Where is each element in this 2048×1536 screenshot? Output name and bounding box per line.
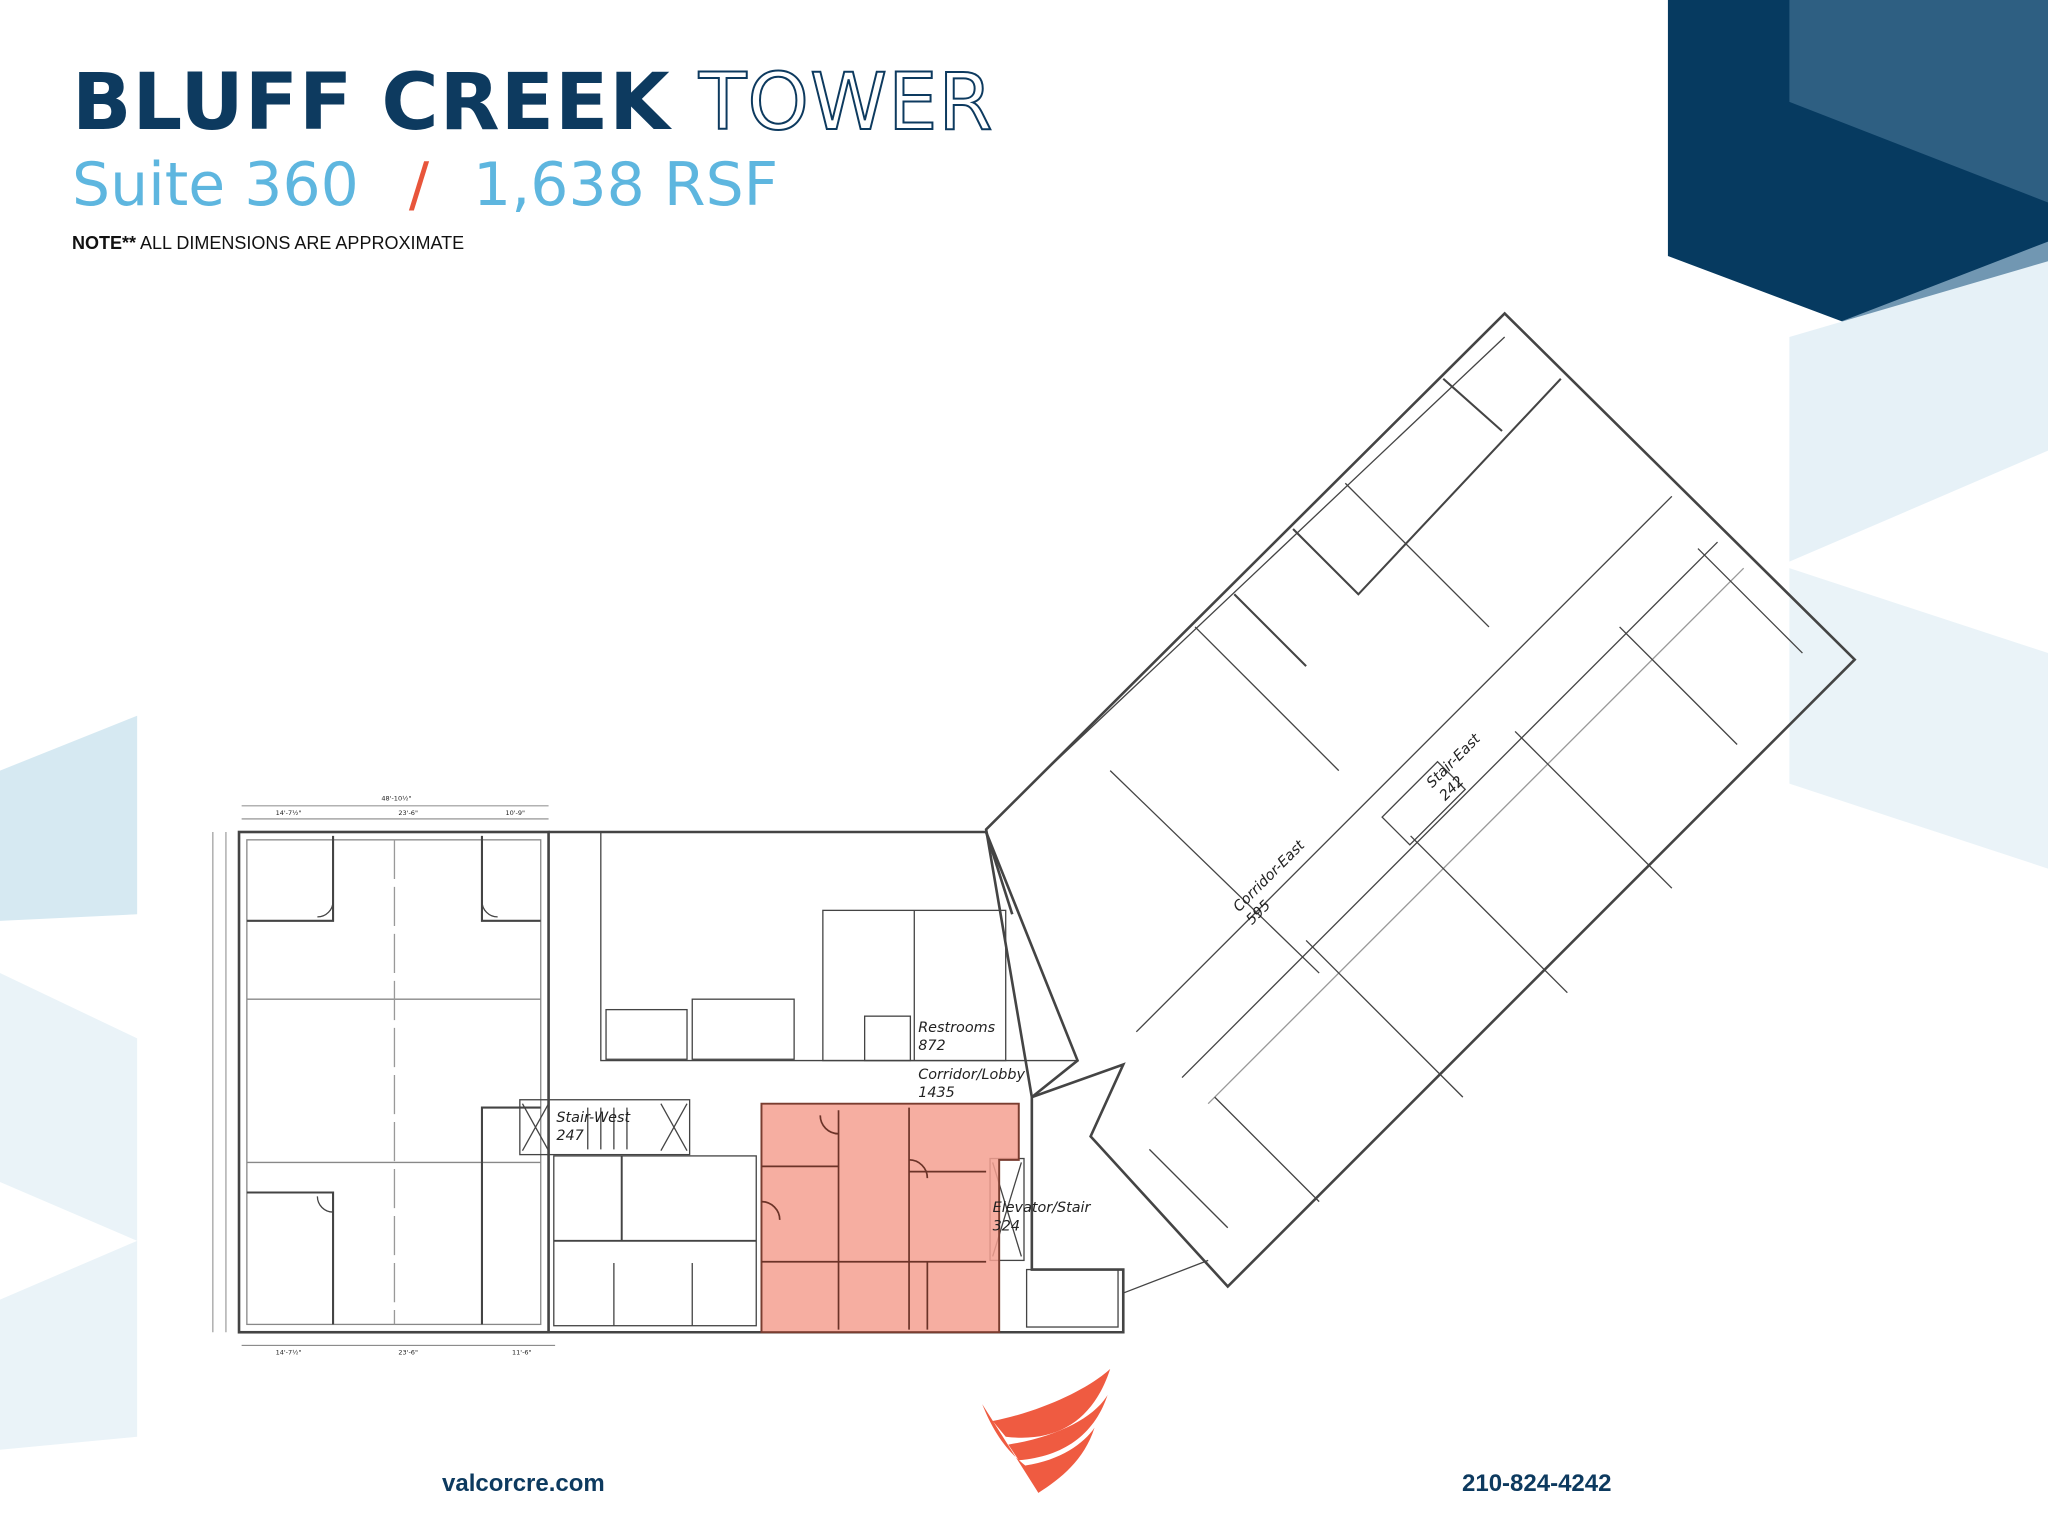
dim-top-seg-1: 14'-7½" — [276, 809, 302, 817]
valcor-v-logo-icon — [982, 1368, 1111, 1493]
room-label-stair-west: Stair-West — [556, 1110, 631, 1126]
corner-shape-steel — [1789, 0, 2048, 203]
suite-subtitle: Suite 360 / 1,638 RSF — [72, 150, 778, 220]
dim-bottom-seg-3: 11'-6" — [512, 1348, 532, 1356]
dim-top-overall: 48'-10½" — [381, 795, 411, 803]
dim-top-seg-2: 23'-6" — [398, 809, 418, 817]
dimensions-note: NOTE** ALL DIMENSIONS ARE APPROXIMATE — [72, 233, 464, 254]
dim-bottom-seg-1: 14'-7½" — [276, 1348, 302, 1356]
left-pale-shape-3 — [0, 1240, 138, 1450]
footer-phone[interactable]: 210-824-4242 — [1462, 1470, 1612, 1497]
middle-section-outline — [548, 830, 1125, 1334]
dim-top-seg-3: 10'-9" — [505, 809, 525, 817]
room-label-restrooms: Restrooms — [918, 1020, 995, 1036]
footer-website[interactable]: valcorcre.com — [442, 1470, 605, 1497]
right-pale-shape-2 — [1789, 568, 2048, 869]
left-pale-shape — [0, 715, 138, 921]
title-bold: BLUFF CREEK — [72, 58, 671, 148]
room-area-restrooms: 872 — [918, 1038, 945, 1054]
room-area-elevator-stair: 324 — [993, 1218, 1020, 1234]
dim-bottom-seg-2: 23'-6" — [398, 1348, 418, 1356]
page-title: BLUFF CREEK TOWER — [72, 57, 994, 149]
suite-number: Suite 360 — [72, 150, 359, 220]
room-label-corridor-lobby: Corridor/Lobby — [918, 1067, 1025, 1083]
east-wing-outline — [984, 311, 1857, 1289]
room-area-stair-west: 247 — [556, 1128, 583, 1144]
left-pale-shape-2 — [0, 973, 138, 1241]
note-text: ALL DIMENSIONS ARE APPROXIMATE — [140, 233, 465, 253]
west-wing-outline — [237, 830, 550, 1334]
right-pale-shape — [1789, 261, 2048, 562]
note-label: NOTE** — [72, 233, 137, 253]
suite-360-highlight — [760, 1102, 1020, 1334]
room-label-elevator-stair: Elevator/Stair — [993, 1200, 1092, 1216]
suite-area: 1,638 RSF — [473, 150, 779, 220]
separator: / — [408, 150, 430, 220]
title-outline: TOWER — [698, 57, 994, 149]
room-label-corridor-east: Corridor-East — [1230, 837, 1309, 916]
room-area-corridor-lobby: 1435 — [918, 1085, 955, 1101]
